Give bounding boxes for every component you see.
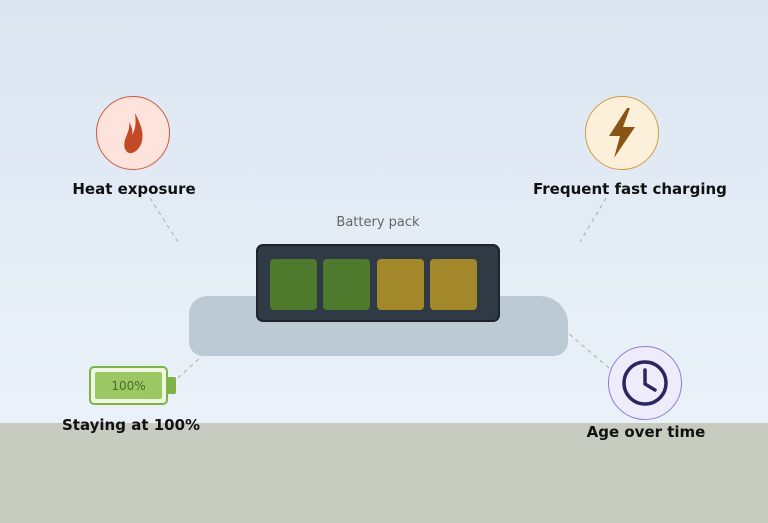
battery-cell: [323, 259, 370, 310]
battery-pack: [256, 244, 500, 322]
battery-icon: 100%: [89, 366, 168, 405]
connector-fast-charging: [579, 197, 607, 243]
full-charge-factor-label: Staying at 100%: [62, 416, 201, 434]
battery-cell: [270, 259, 317, 310]
battery-terminal: [168, 377, 176, 394]
heat-factor-label: Heat exposure: [72, 180, 196, 198]
clock-icon: [622, 360, 668, 406]
ground: [0, 423, 768, 523]
lightning-bolt-icon: [609, 108, 635, 158]
age-factor-label: Age over time: [586, 423, 706, 441]
connector-heat: [149, 197, 179, 243]
heat-factor-badge: [96, 96, 170, 170]
battery-level-text: 100%: [111, 378, 146, 393]
fast-charging-factor-badge: [585, 96, 659, 170]
flame-icon: [124, 113, 143, 154]
battery-pack-label: Battery pack: [336, 215, 420, 230]
fast-charging-factor-label: Frequent fast charging: [533, 180, 727, 198]
battery-level-fill: 100%: [95, 372, 162, 399]
battery-cell: [430, 259, 477, 310]
battery-cell: [377, 259, 424, 310]
age-factor-badge: [608, 346, 682, 420]
